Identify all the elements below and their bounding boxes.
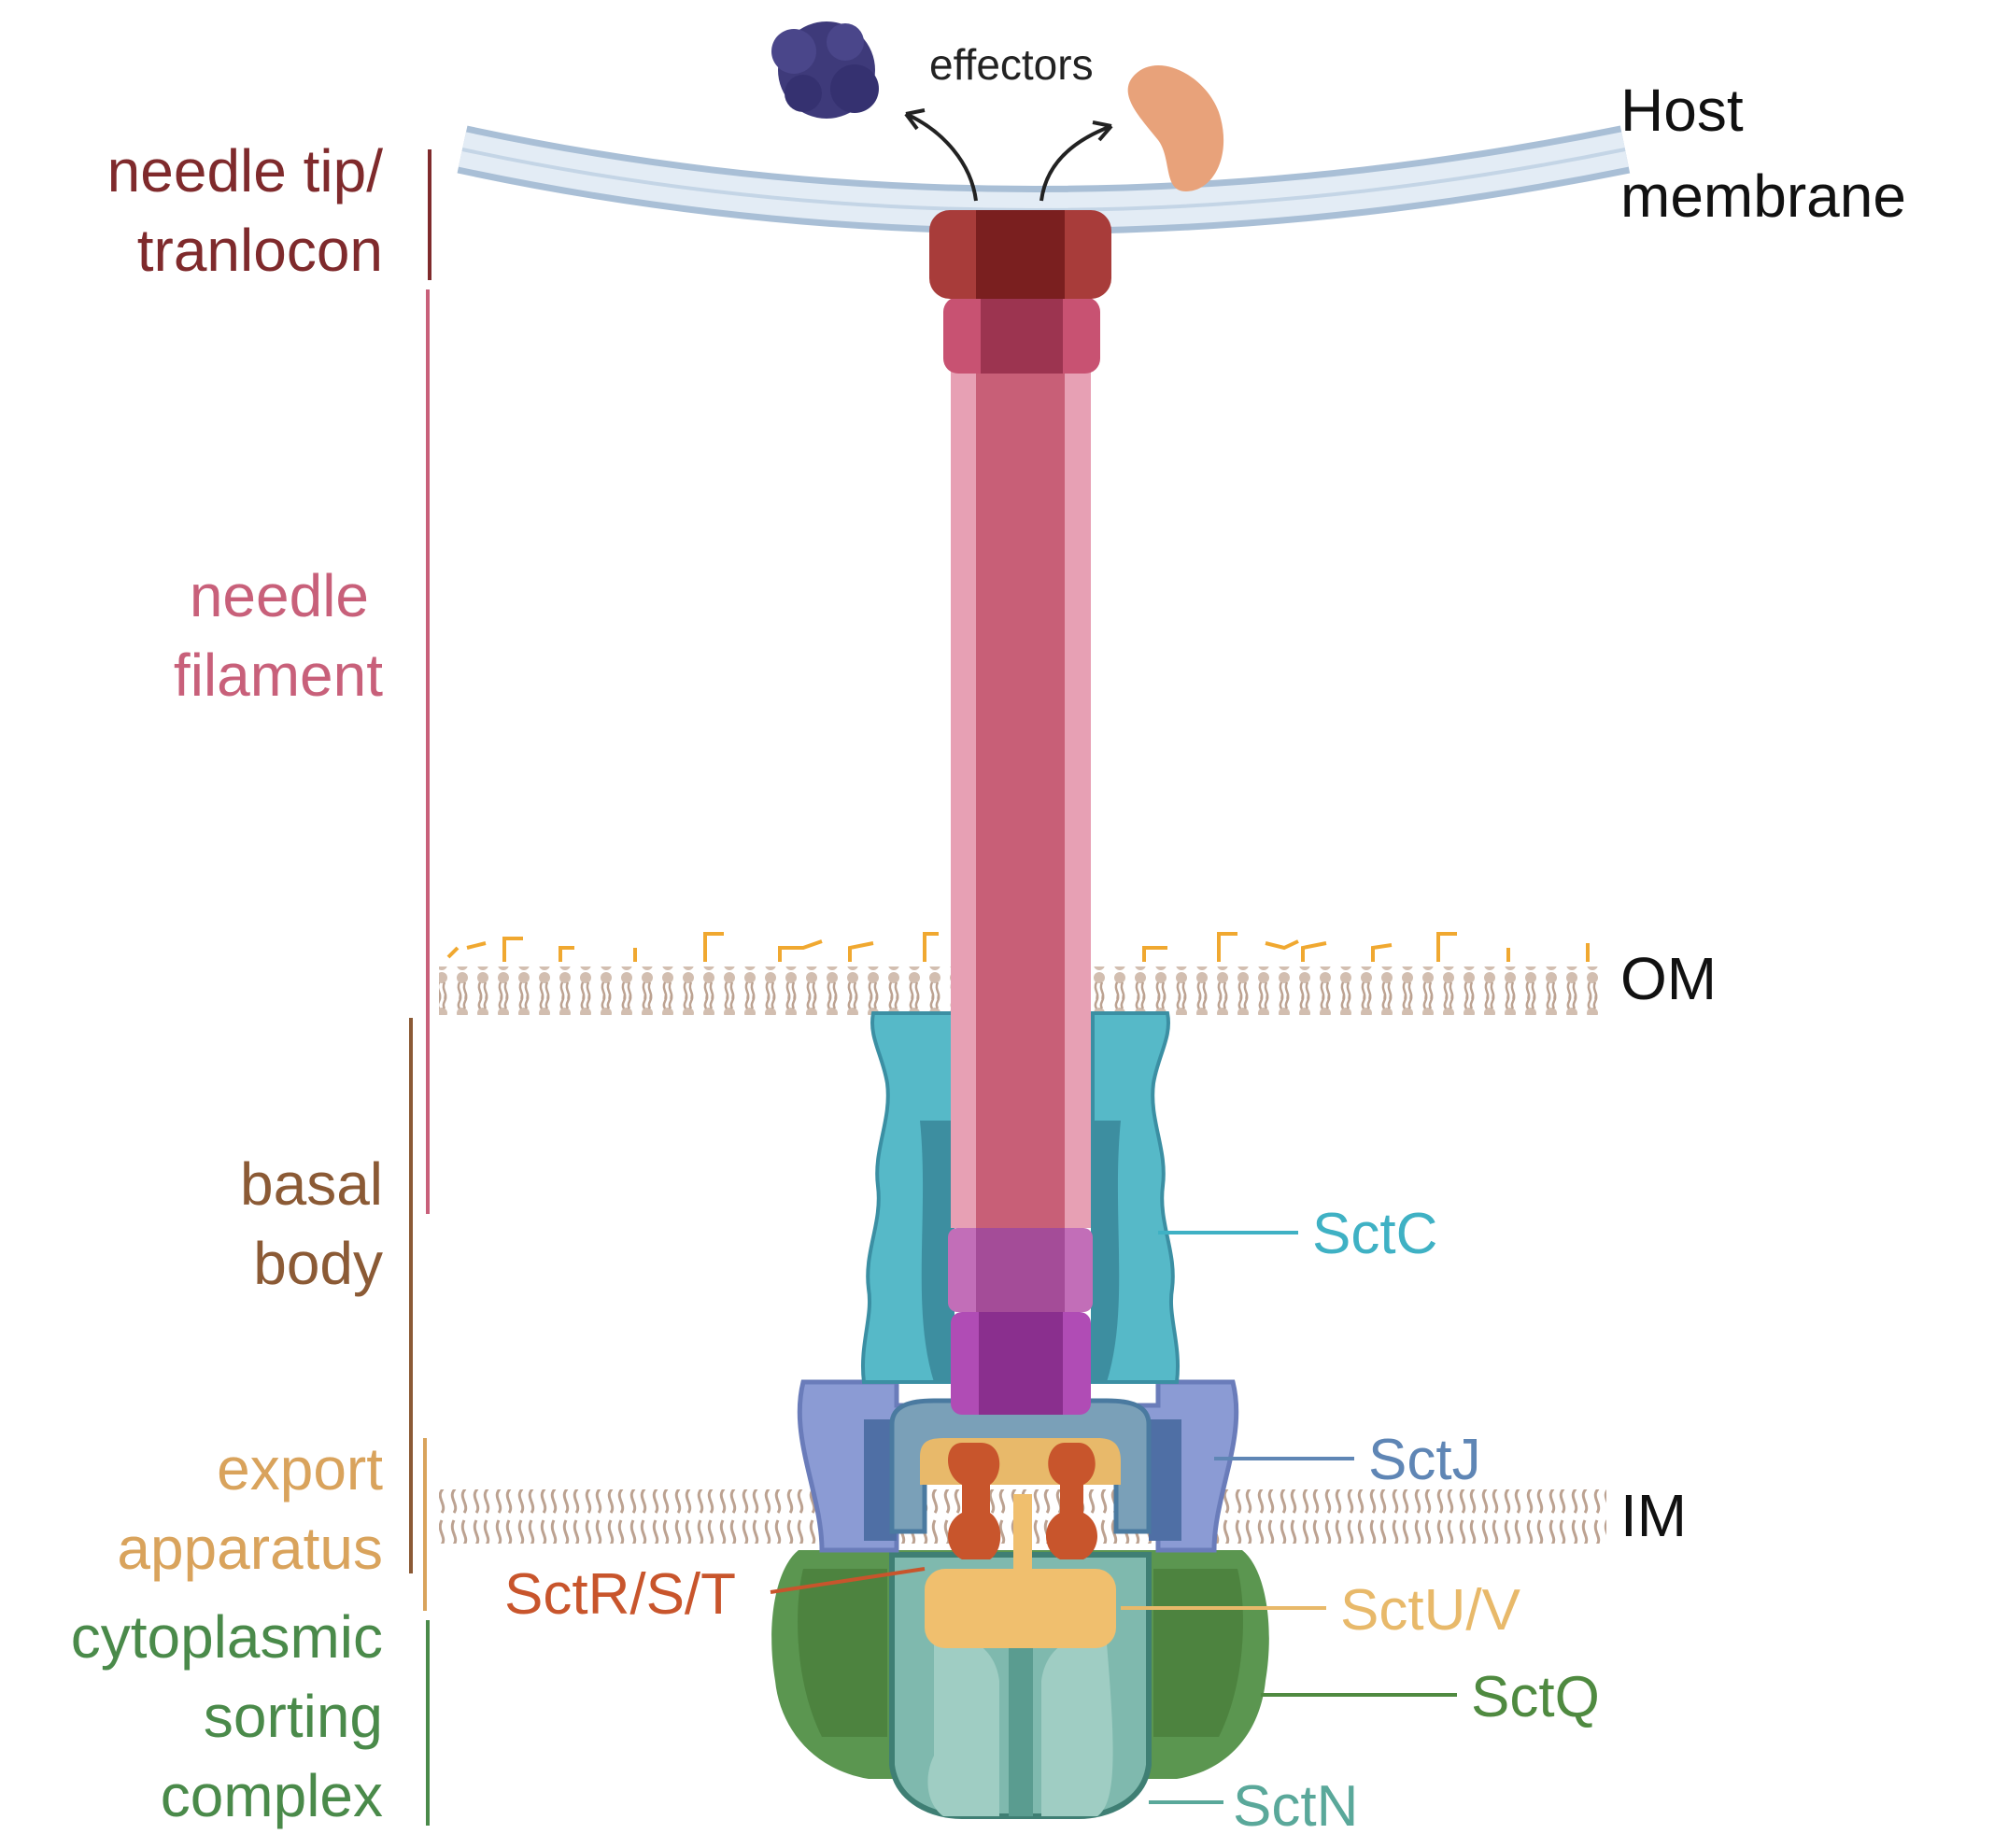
host-membrane [457, 125, 1631, 234]
om-label: OM [1620, 945, 1717, 1012]
sctj-label: SctJ [1368, 1428, 1481, 1492]
host-membrane-label-line1: Host [1620, 77, 1744, 144]
sctrst-label: SctR/S/T [504, 1562, 736, 1627]
sctn-label: SctN [1233, 1774, 1358, 1839]
sctuv-label: SctU/V [1340, 1578, 1521, 1643]
needle-tip-label-line1: needle tip/ [107, 137, 384, 205]
needle-filament [951, 369, 1091, 1228]
host-membrane-label-line2: membrane [1620, 162, 1906, 230]
export-apparatus-label-line2: apparatus [117, 1515, 383, 1582]
sctc-label: SctC [1312, 1202, 1437, 1266]
sctrst-export-apparatus [948, 1443, 1097, 1559]
inner-rod [948, 1228, 1093, 1415]
sctc-secretin [861, 1011, 1180, 1384]
leader-lines [770, 1231, 1457, 1804]
effectors-label: effectors [929, 40, 1094, 89]
cytoplasmic-label-line2: sorting [204, 1683, 383, 1750]
effector-left-blob [771, 21, 879, 119]
cytoplasmic-label-line1: cytoplasmic [71, 1603, 383, 1671]
cytoplasmic-label-line3: complex [161, 1762, 383, 1829]
effector-right-blob [1127, 64, 1224, 192]
needle-filament-label-line1: needle [190, 562, 369, 629]
needle-tip-label-line2: tranlocon [137, 217, 383, 284]
bracket-bars [409, 149, 431, 1826]
sctq-label: SctQ [1471, 1665, 1600, 1729]
basal-body-label-line2: body [253, 1230, 383, 1297]
basal-body-label-line1: basal [240, 1150, 383, 1218]
needle-filament-label-line2: filament [174, 642, 383, 709]
needle-tip [929, 210, 1111, 374]
im-label: IM [1620, 1482, 1687, 1549]
export-apparatus-label-line1: export [217, 1435, 383, 1502]
effector-arrows [904, 108, 1113, 202]
